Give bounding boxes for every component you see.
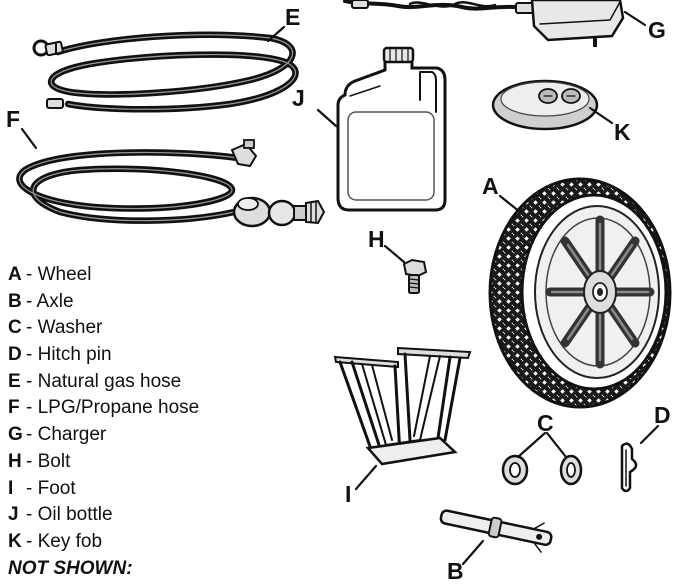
callout-f: F xyxy=(6,106,20,132)
legend-item-oil-bottle: J - Oil bottle xyxy=(8,502,258,529)
leader-i xyxy=(354,464,378,491)
parts-legend: A- Wheel B- Axle C- Washer D- Hitch pin … xyxy=(8,262,258,582)
leader-e xyxy=(266,25,286,43)
leader-k xyxy=(588,106,614,125)
leader-b xyxy=(461,539,485,566)
leader-a xyxy=(498,194,522,214)
foot-front-flange xyxy=(333,355,399,369)
callout-e: E xyxy=(285,4,300,30)
legend-item-propane-hose: F - LPG/Propane hose xyxy=(8,395,258,422)
axle xyxy=(439,509,553,553)
foot xyxy=(333,346,472,466)
legend-item-key-fob: K- Key fob xyxy=(8,529,258,556)
callout-b: B xyxy=(447,558,464,584)
oil-bottle-cap xyxy=(382,46,415,64)
oil-bottle-handle xyxy=(419,71,437,113)
callout-a: A xyxy=(482,173,499,199)
leader-lines xyxy=(20,10,660,566)
legend-text: - Wheel xyxy=(26,264,92,285)
foot-rear-flange xyxy=(397,346,472,360)
legend-text: - Key fob xyxy=(26,530,103,552)
legend-item-bolt: H- Bolt xyxy=(8,449,258,476)
charger-edge xyxy=(539,1,621,25)
cord-connector xyxy=(351,0,369,9)
callout-h: H xyxy=(368,226,385,252)
hitch-pin xyxy=(620,442,638,493)
legend-text: - Charger xyxy=(26,424,107,446)
callout-labels: E G J K F A H C D I B xyxy=(6,4,671,584)
not-shown-heading: NOT SHOWN: xyxy=(8,557,133,579)
legend-letter: C xyxy=(8,317,22,339)
washers xyxy=(501,454,583,486)
regulator-coupling xyxy=(293,205,307,221)
charger-cord-loop xyxy=(408,1,497,8)
callout-c: C xyxy=(537,410,554,436)
legend-letter: J xyxy=(8,504,19,526)
callout-j: J xyxy=(292,85,305,111)
legend-item-hitch-pin: D- Hitch pin xyxy=(8,342,258,369)
callout-i: I xyxy=(345,481,351,507)
leader-c-right xyxy=(545,431,568,459)
legend-text: - Bolt xyxy=(26,450,71,472)
oil-bottle xyxy=(336,46,447,212)
wheel xyxy=(488,177,672,409)
legend-item-wheel: A- Wheel xyxy=(8,262,258,289)
leader-c-left xyxy=(516,431,547,459)
foot-base-plate xyxy=(365,436,458,466)
key-fob xyxy=(491,79,599,131)
charger-body xyxy=(530,0,625,42)
legend-letter: K xyxy=(8,530,22,552)
legend-letter: B xyxy=(8,290,22,312)
hose-end-fitting xyxy=(44,40,64,57)
legend-text: - Oil bottle xyxy=(26,504,113,526)
foot-frame xyxy=(338,352,462,457)
oil-bottle-body xyxy=(336,58,447,212)
legend-letter: A xyxy=(8,264,22,285)
regulator-inlet-nut xyxy=(305,199,326,225)
regulator-valve xyxy=(267,199,297,227)
legend-text: - Foot xyxy=(26,477,76,499)
leader-f xyxy=(20,127,38,150)
charger-prong xyxy=(593,36,597,47)
legend-letter: F xyxy=(8,397,20,419)
legend-letter: H xyxy=(8,450,22,472)
legend-letter: I xyxy=(8,477,14,499)
legend-text: - Axle xyxy=(26,290,74,312)
legend-text: - Hitch pin xyxy=(26,344,112,366)
legend-item-natural-gas-hose: E- Natural gas hose xyxy=(8,369,258,396)
axle-collar xyxy=(487,516,503,539)
leader-j xyxy=(316,108,338,128)
propane-hose xyxy=(16,139,326,228)
legend-letter: G xyxy=(8,424,23,446)
hose-top-nut xyxy=(243,139,255,149)
legend-item-axle: B- Axle xyxy=(8,289,258,316)
leader-g xyxy=(623,10,647,27)
bolt xyxy=(402,258,428,294)
natural-gas-hose xyxy=(32,31,299,113)
hose-end-fitting-2 xyxy=(46,98,64,109)
callout-k: K xyxy=(614,119,631,145)
leader-h xyxy=(383,244,406,264)
charger xyxy=(343,0,625,47)
legend-text: - Natural gas hose xyxy=(26,370,182,392)
legend-text: - Washer xyxy=(26,317,103,339)
legend-item-foot: I - Foot xyxy=(8,476,258,503)
legend-item-washer: C- Washer xyxy=(8,315,258,342)
callout-d: D xyxy=(654,402,671,428)
legend-letter: D xyxy=(8,344,22,366)
callout-g: G xyxy=(648,17,666,43)
oil-bottle-label-panel xyxy=(347,111,435,201)
bolt-head xyxy=(402,258,428,278)
legend-text: - LPG/Propane hose xyxy=(26,397,200,419)
legend-item-charger: G- Charger xyxy=(8,422,258,449)
leader-d xyxy=(639,424,660,445)
axle-pin-hole xyxy=(536,533,543,540)
regulator-cap xyxy=(237,197,259,211)
legend-letter: E xyxy=(8,370,21,392)
